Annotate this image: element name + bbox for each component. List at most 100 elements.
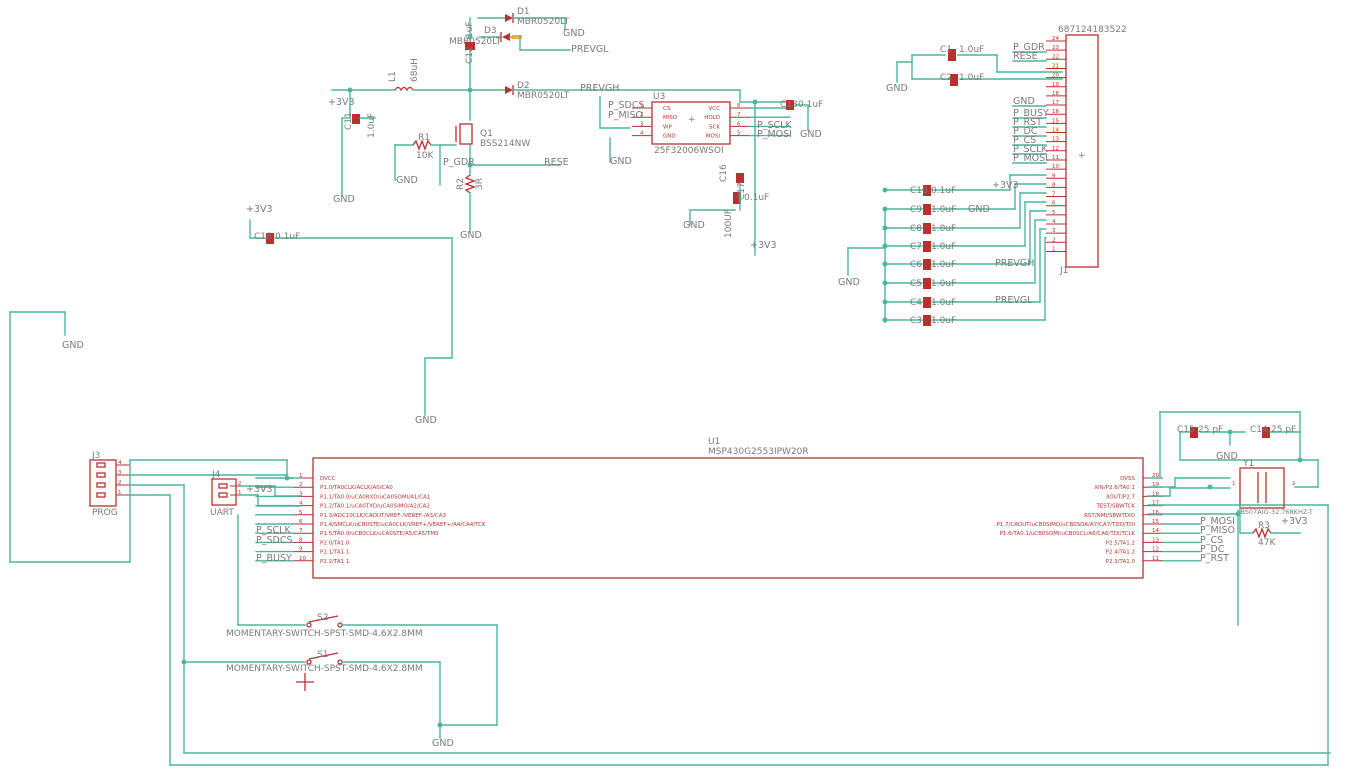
net-psdcs-u1: P_SDCS xyxy=(256,535,293,546)
resistor-r1[interactable]: R1 10K xyxy=(394,133,441,181)
capacitor-c11[interactable]: C11 1.0uF xyxy=(341,89,377,196)
u1-pin-name-4: P1.2/TA0.1/uCA0TXD/uCA0SIMO/A2/CA2 xyxy=(320,504,430,510)
net-psdcs-u3: P_SDCS xyxy=(608,100,645,111)
capacitor-c14[interactable]: C14 25 pF xyxy=(1250,425,1301,438)
j1-label-p-rst: P_RST xyxy=(1013,117,1042,128)
net-gnd-j1: GND xyxy=(968,204,990,215)
c9-value: 1.0uF xyxy=(931,205,956,215)
diode-d1[interactable]: D1 MBR0520LT xyxy=(477,7,570,31)
net-pgdr-q1: P_GDR xyxy=(443,157,475,168)
j1-pin-6: 6 xyxy=(1052,201,1056,207)
capacitor-c18[interactable]: C18 0.1uF xyxy=(249,219,453,416)
u1-pin-name-3: P1.1/TA0.0/uCA0RXD/uCA0SOMI/A1/CA1 xyxy=(320,494,430,500)
switch-s2[interactable]: S2 MOMENTARY-SWITCH-SPST-SMD-4.6X2.8MM xyxy=(226,514,498,726)
j4-value: UART xyxy=(210,508,234,518)
net-gnd-c18: GND xyxy=(415,415,437,426)
net-gnd-j1caps: GND xyxy=(838,277,860,288)
net-gnd-c17: GND xyxy=(683,220,705,231)
net-pmiso-u1: P_MISO xyxy=(1200,525,1235,536)
d3-value: MBR0520LT xyxy=(449,37,502,47)
r2-value: 3R xyxy=(475,178,485,190)
j4-name: J4 xyxy=(211,470,221,480)
inductor-l1[interactable]: L1 68uH xyxy=(331,58,506,92)
c4-name: C4 xyxy=(910,298,922,308)
u1-pin-name-2: P1.0/TA0CLK/ACLK/A0/CA0 xyxy=(320,485,393,491)
u1-pin-name-18: XOUT/P2.7 xyxy=(1106,494,1136,500)
c18-value: 0.1uF xyxy=(275,232,300,242)
j1-label-rese: RESE xyxy=(1013,51,1038,62)
connector-j1[interactable]: 242322212019181716151413121110987654321P… xyxy=(1012,25,1127,276)
switch-s1[interactable]: S1 MOMENTARY-SWITCH-SPST-SMD-4.6X2.8MM xyxy=(183,650,441,739)
j1-pin-18: 18 xyxy=(1052,91,1059,97)
capacitor-c2[interactable]: C2 1.0uF xyxy=(896,54,1063,86)
capacitor-c4[interactable]: C4 1.0uF xyxy=(882,228,1047,308)
j1-pin-8: 8 xyxy=(1052,182,1056,188)
diode-d3[interactable]: D3 MBR0520LT xyxy=(449,26,571,51)
capacitor-c13[interactable]: C13 0.1uF xyxy=(780,100,823,131)
u1-pin-num-18: 18 xyxy=(1152,491,1159,497)
net-rese-q1: RESE xyxy=(544,157,569,168)
capacitor-c17[interactable]: C17 100UF xyxy=(689,182,747,238)
net-gnd-d1: GND xyxy=(563,28,585,39)
u3-pin-num-3: 3 xyxy=(640,121,644,127)
j1-label-p-sclk: P_SCLK xyxy=(1013,144,1048,155)
u3-pin-wp: WP xyxy=(663,124,672,130)
capacitor-c12[interactable]: C12 1uF xyxy=(465,17,475,91)
resistor-r2[interactable]: R2 3R xyxy=(456,164,485,233)
capacitor-c16[interactable]: C16 0.1uF xyxy=(719,164,769,211)
u1-pin-name-8: P2.0/TA1.0 xyxy=(320,540,350,546)
u1-pin-num-17: 17 xyxy=(1152,501,1159,507)
j1-label-p-mosi: P_MOSI xyxy=(1013,153,1048,164)
c1-value: 1.0uF xyxy=(959,45,984,55)
u1-pin-num-10: 10 xyxy=(299,556,306,562)
u1-pin-name-11: P2.3/TA1.0 xyxy=(1106,559,1136,565)
connector-j4[interactable]: 21 J4 UART xyxy=(210,470,242,518)
r1-value: 10K xyxy=(416,151,434,161)
u1-pin-num-13: 13 xyxy=(1152,537,1159,543)
j1-name: J1 xyxy=(1059,266,1068,276)
c14-name: C14 xyxy=(1250,425,1268,435)
net-gnd-u3: GND xyxy=(610,156,632,167)
l1-name: L1 xyxy=(388,71,398,82)
u1-pin-name-10: P2.2/TA1.1 xyxy=(320,559,349,565)
net-pmiso-u3: P_MISO xyxy=(608,110,643,121)
l1-value: 68uH xyxy=(410,58,420,82)
net-gnd-switches: GND xyxy=(432,738,454,749)
j3-pin-4: 4 xyxy=(118,460,122,466)
u1-pin-num-8: 8 xyxy=(299,537,303,543)
resistor-r3[interactable]: R3 47K xyxy=(1239,504,1301,548)
net-psclk-u3: P_SCLK xyxy=(757,120,792,131)
capacitor-c15[interactable]: C15 25 pF xyxy=(1177,425,1246,446)
diode-d2[interactable]: D2 MBR0520LT xyxy=(505,81,741,101)
j1-pin-10: 10 xyxy=(1052,164,1059,170)
j1-pin-22: 22 xyxy=(1052,54,1059,60)
net-prevgl-j1: PREVGL xyxy=(995,295,1033,306)
u1-pin-name-1: DVCC xyxy=(320,476,336,482)
net-gnd-c13: GND xyxy=(800,129,822,140)
c15-value: 25 pF xyxy=(1198,425,1223,435)
c12-value: 1uF xyxy=(465,21,475,38)
u1-pin-name-7: P1.5/TA0.0/uCB0CLK/uCA0STE/A5/CA5/TMS xyxy=(320,531,439,537)
c18-name: C18 xyxy=(254,232,272,242)
net-prst-u1: P_RST xyxy=(1200,553,1229,564)
capacitor-c1[interactable]: C1 1.0uF xyxy=(911,45,1063,73)
mosfet-q1[interactable]: Q1 BSS214NW xyxy=(439,89,530,166)
u1-pin-num-6: 6 xyxy=(299,519,303,525)
c6-value: 1.0uF xyxy=(931,260,956,270)
j1-pin-12: 12 xyxy=(1052,146,1059,152)
j1-pin-13: 13 xyxy=(1052,137,1059,143)
u3-pin-num-7: 7 xyxy=(737,112,741,118)
j1-pin-14: 14 xyxy=(1052,128,1059,134)
u3-pin-gnd: GND xyxy=(663,134,676,140)
